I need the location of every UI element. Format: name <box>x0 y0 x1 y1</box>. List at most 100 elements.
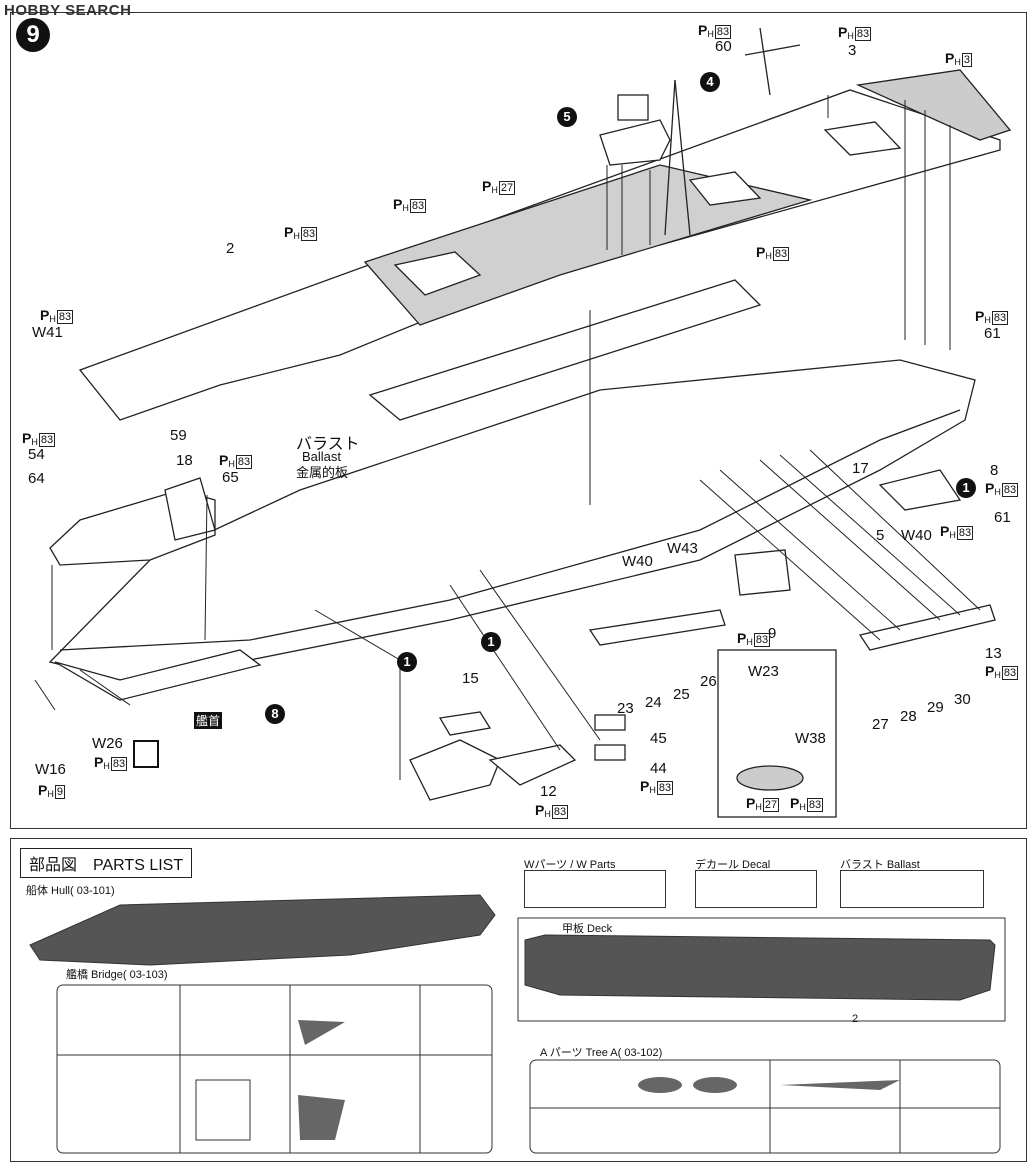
label-part-w23: W23 <box>748 663 779 680</box>
label-part-5: 5 <box>876 527 885 544</box>
label-part-45: 45 <box>650 730 667 747</box>
label-part-60: 60 <box>715 38 732 55</box>
label-part-24: 24 <box>645 694 662 711</box>
label-part-w41: W41 <box>32 324 63 341</box>
instruction-panel <box>10 12 1027 829</box>
callout-step-1-right: 1 <box>956 478 976 498</box>
hull-side <box>54 649 262 701</box>
label-part-61-top: 61 <box>984 325 1001 342</box>
w-parts-box <box>524 870 666 908</box>
callout-step-1-mid: 1 <box>481 632 501 652</box>
decal-label: デカール Decal <box>695 859 771 871</box>
label-part-64: 64 <box>28 470 45 487</box>
decal-box <box>695 870 817 908</box>
label-part-3: 3 <box>848 42 857 59</box>
sponson-right-row <box>858 604 996 651</box>
label-part-30: 30 <box>954 691 971 708</box>
label-part-28: 28 <box>900 708 917 725</box>
label-part-44: 44 <box>650 760 667 777</box>
callout-step-8: 8 <box>265 704 285 724</box>
site-logo: HOBBY SEARCH <box>4 2 132 19</box>
ballast-jp-label: バラスト <box>296 436 360 453</box>
island-bridge <box>599 119 671 166</box>
label-part-w40-right: W40 <box>901 527 932 544</box>
bow-wall <box>164 477 216 541</box>
label-part-54: 54 <box>28 446 45 463</box>
ballast-box <box>840 870 984 908</box>
label-part-w43: W43 <box>667 540 698 557</box>
ballast-jp2-label: 金属的板 <box>296 465 349 480</box>
deck-elevator-1 <box>393 251 482 296</box>
label-part-w16: W16 <box>35 761 66 778</box>
deck-aft-panel <box>855 69 1012 141</box>
label-part-15: 15 <box>462 670 479 687</box>
label-part-23: 23 <box>617 700 634 717</box>
sponson-left-row <box>588 609 726 646</box>
flip-icon <box>133 740 159 768</box>
label-part-61-bottom: 61 <box>994 509 1011 526</box>
deck-silhouette <box>524 934 996 1001</box>
deck-elevator-2 <box>688 171 762 206</box>
bow-label: 艦首 <box>194 712 223 729</box>
label-part-26: 26 <box>700 673 717 690</box>
label-part-65: 65 <box>222 469 239 486</box>
deck-grey-panel <box>363 164 813 326</box>
sponson-bottom-1 <box>409 739 501 801</box>
tree-a-label: A パーツ Tree A( 03-102) <box>540 1047 663 1059</box>
label-part-13: 13 <box>985 645 1002 662</box>
deck-label: 甲板 Deck <box>562 923 613 935</box>
callout-step-5: 5 <box>557 107 577 127</box>
deck-elevator-3 <box>823 121 902 156</box>
part-9 <box>734 549 791 596</box>
tree-a-frame <box>529 1059 1001 1154</box>
sponson-bottom-2 <box>488 744 577 786</box>
label-part-17: 17 <box>852 460 869 477</box>
ballast-en-label: Ballast <box>302 449 342 464</box>
label-part-8: 8 <box>990 462 999 479</box>
parts-list-panel <box>10 838 1027 1162</box>
label-part-27: 27 <box>872 716 889 733</box>
label-part-w38: W38 <box>795 730 826 747</box>
label-part-18: 18 <box>176 452 193 469</box>
label-part-w40-left: W40 <box>622 553 653 570</box>
ballast-label: バラスト Ballast <box>840 859 920 871</box>
w-parts-label: Wパーツ / W Parts <box>524 859 616 871</box>
bridge-label: 艦橋 Bridge( 03-103) <box>66 969 168 981</box>
callout-step-4: 4 <box>700 72 720 92</box>
sponson-right-1 <box>878 469 962 511</box>
label-part-9: 9 <box>768 625 777 642</box>
deck-part-number: 2 <box>852 1013 859 1025</box>
label-part-59: 59 <box>170 427 187 444</box>
label-part-12: 12 <box>540 783 557 800</box>
label-part-29: 29 <box>927 699 944 716</box>
hull-label: 船体 Hull( 03-101) <box>26 885 115 897</box>
callout-step-1-left: 1 <box>397 652 417 672</box>
hull-silhouette <box>29 894 496 966</box>
label-part-25: 25 <box>673 686 690 703</box>
label-part-w26: W26 <box>92 735 123 752</box>
parts-list-title: 部品図 PARTS LIST <box>20 848 193 878</box>
bridge-tree-frame <box>56 984 493 1154</box>
